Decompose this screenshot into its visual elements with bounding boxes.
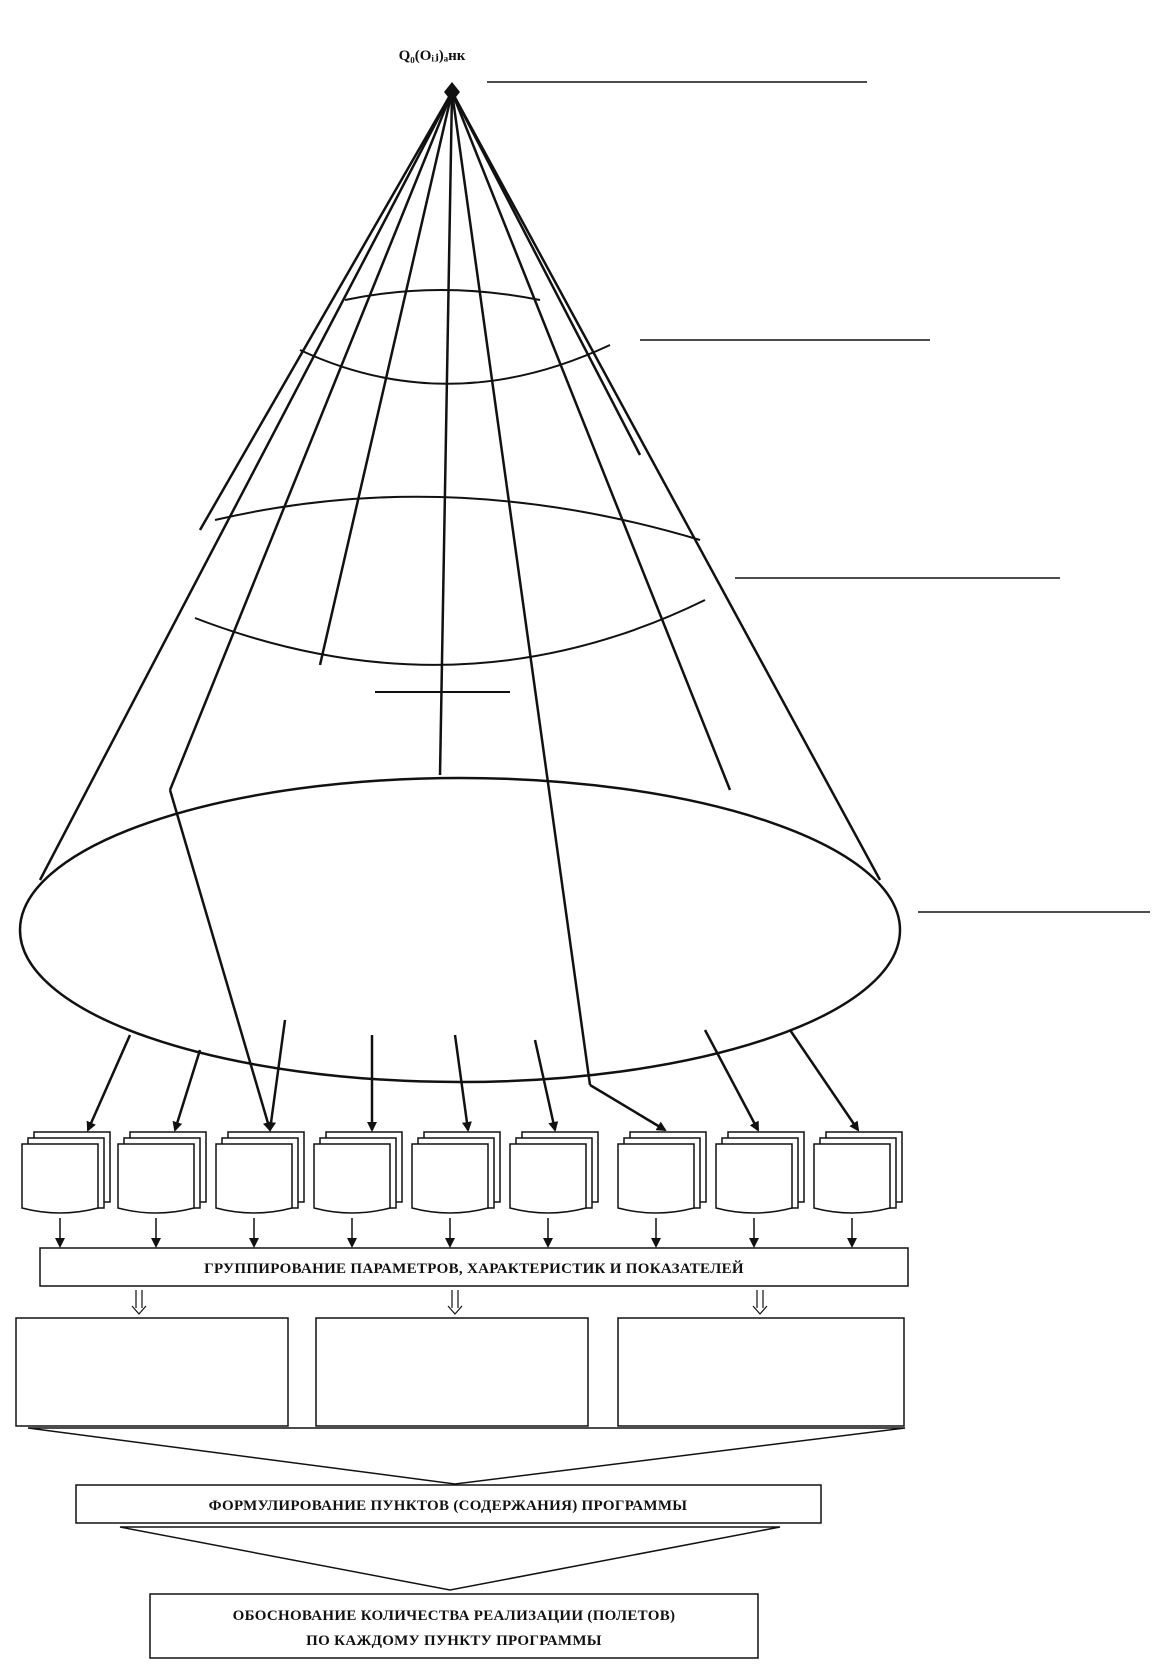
fan-ray	[38, 91, 454, 881]
funnel-to-formulation	[27, 1427, 906, 1485]
document-card	[617, 1131, 707, 1214]
document-card	[117, 1131, 207, 1214]
fan-rays	[38, 91, 882, 1086]
cloud-arrow	[86, 1034, 132, 1132]
fan-ray	[450, 91, 882, 881]
grouping-box: ГРУППИРОВАНИЕ ПАРАМЕТРОВ, ХАРАКТЕРИСТИК …	[39, 1247, 909, 1287]
document-card	[715, 1131, 805, 1214]
parameters-cloud-ellipse	[18, 776, 902, 1084]
justification-box: ОБОСНОВАНИЕ КОЛИЧЕСТВА РЕАЛИЗАЦИИ (ПОЛЕТ…	[149, 1593, 759, 1659]
double-arrow	[131, 1290, 147, 1315]
document-card	[215, 1131, 305, 1214]
justification-box-line: ПО КАЖДОМУ ПУНКТУ ПРОГРАММЫ	[306, 1633, 602, 1649]
cloud-arrow	[533, 1039, 559, 1132]
apex-objective-function: Q₀(Oᵢⱼ)ₐнк	[399, 48, 466, 102]
cloud-arrow	[703, 1029, 760, 1132]
fan-ray	[198, 91, 454, 531]
group-to-category-arrows	[131, 1290, 768, 1315]
level-arc-params	[194, 599, 706, 666]
level-arc-systems	[214, 495, 701, 541]
formulation-box: ФОРМУЛИРОВАНИЕ ПУНКТОВ (СОДЕРЖАНИЯ) ПРОГ…	[75, 1484, 822, 1524]
cloud-arrow	[172, 1049, 202, 1132]
formulation-box-title: ФОРМУЛИРОВАНИЕ ПУНКТОВ (СОДЕРЖАНИЯ) ПРОГ…	[209, 1498, 688, 1514]
fan-ray	[168, 91, 454, 791]
document-card	[411, 1131, 501, 1214]
cloud-arrow	[788, 1029, 860, 1132]
level-arc-top	[344, 289, 541, 301]
category-box-x	[617, 1317, 905, 1427]
fan-ray	[438, 91, 454, 776]
level-arc-functional	[299, 344, 611, 385]
cloud-arrow	[453, 1034, 472, 1132]
cloud-arrow	[266, 1019, 287, 1132]
document-card	[313, 1131, 403, 1214]
card-to-group-arrows	[55, 1218, 857, 1248]
cloud-arrow	[168, 789, 273, 1132]
double-arrow	[752, 1290, 768, 1315]
level-arcs	[194, 289, 706, 666]
justification-box-line: ОБОСНОВАНИЕ КОЛИЧЕСТВА РЕАЛИЗАЦИИ (ПОЛЕТ…	[233, 1608, 676, 1624]
document-card	[813, 1131, 903, 1214]
category-box-a	[15, 1317, 289, 1427]
grouping-box-title: ГРУППИРОВАНИЕ ПАРАМЕТРОВ, ХАРАКТЕРИСТИК …	[204, 1260, 744, 1277]
funnel-to-justification	[119, 1526, 781, 1591]
double-arrow	[447, 1290, 463, 1315]
apex-label: Q₀(Oᵢⱼ)ₐнк	[399, 48, 466, 64]
fan-ray	[450, 91, 732, 791]
document-card	[509, 1131, 599, 1214]
cloud-arrow	[589, 1083, 667, 1132]
document-card	[21, 1131, 111, 1214]
fan-ray	[450, 91, 642, 456]
category-box-b	[315, 1317, 589, 1427]
document-cards	[21, 1131, 903, 1214]
cloud-to-card-arrows	[86, 789, 860, 1132]
fan-ray	[450, 91, 592, 1086]
